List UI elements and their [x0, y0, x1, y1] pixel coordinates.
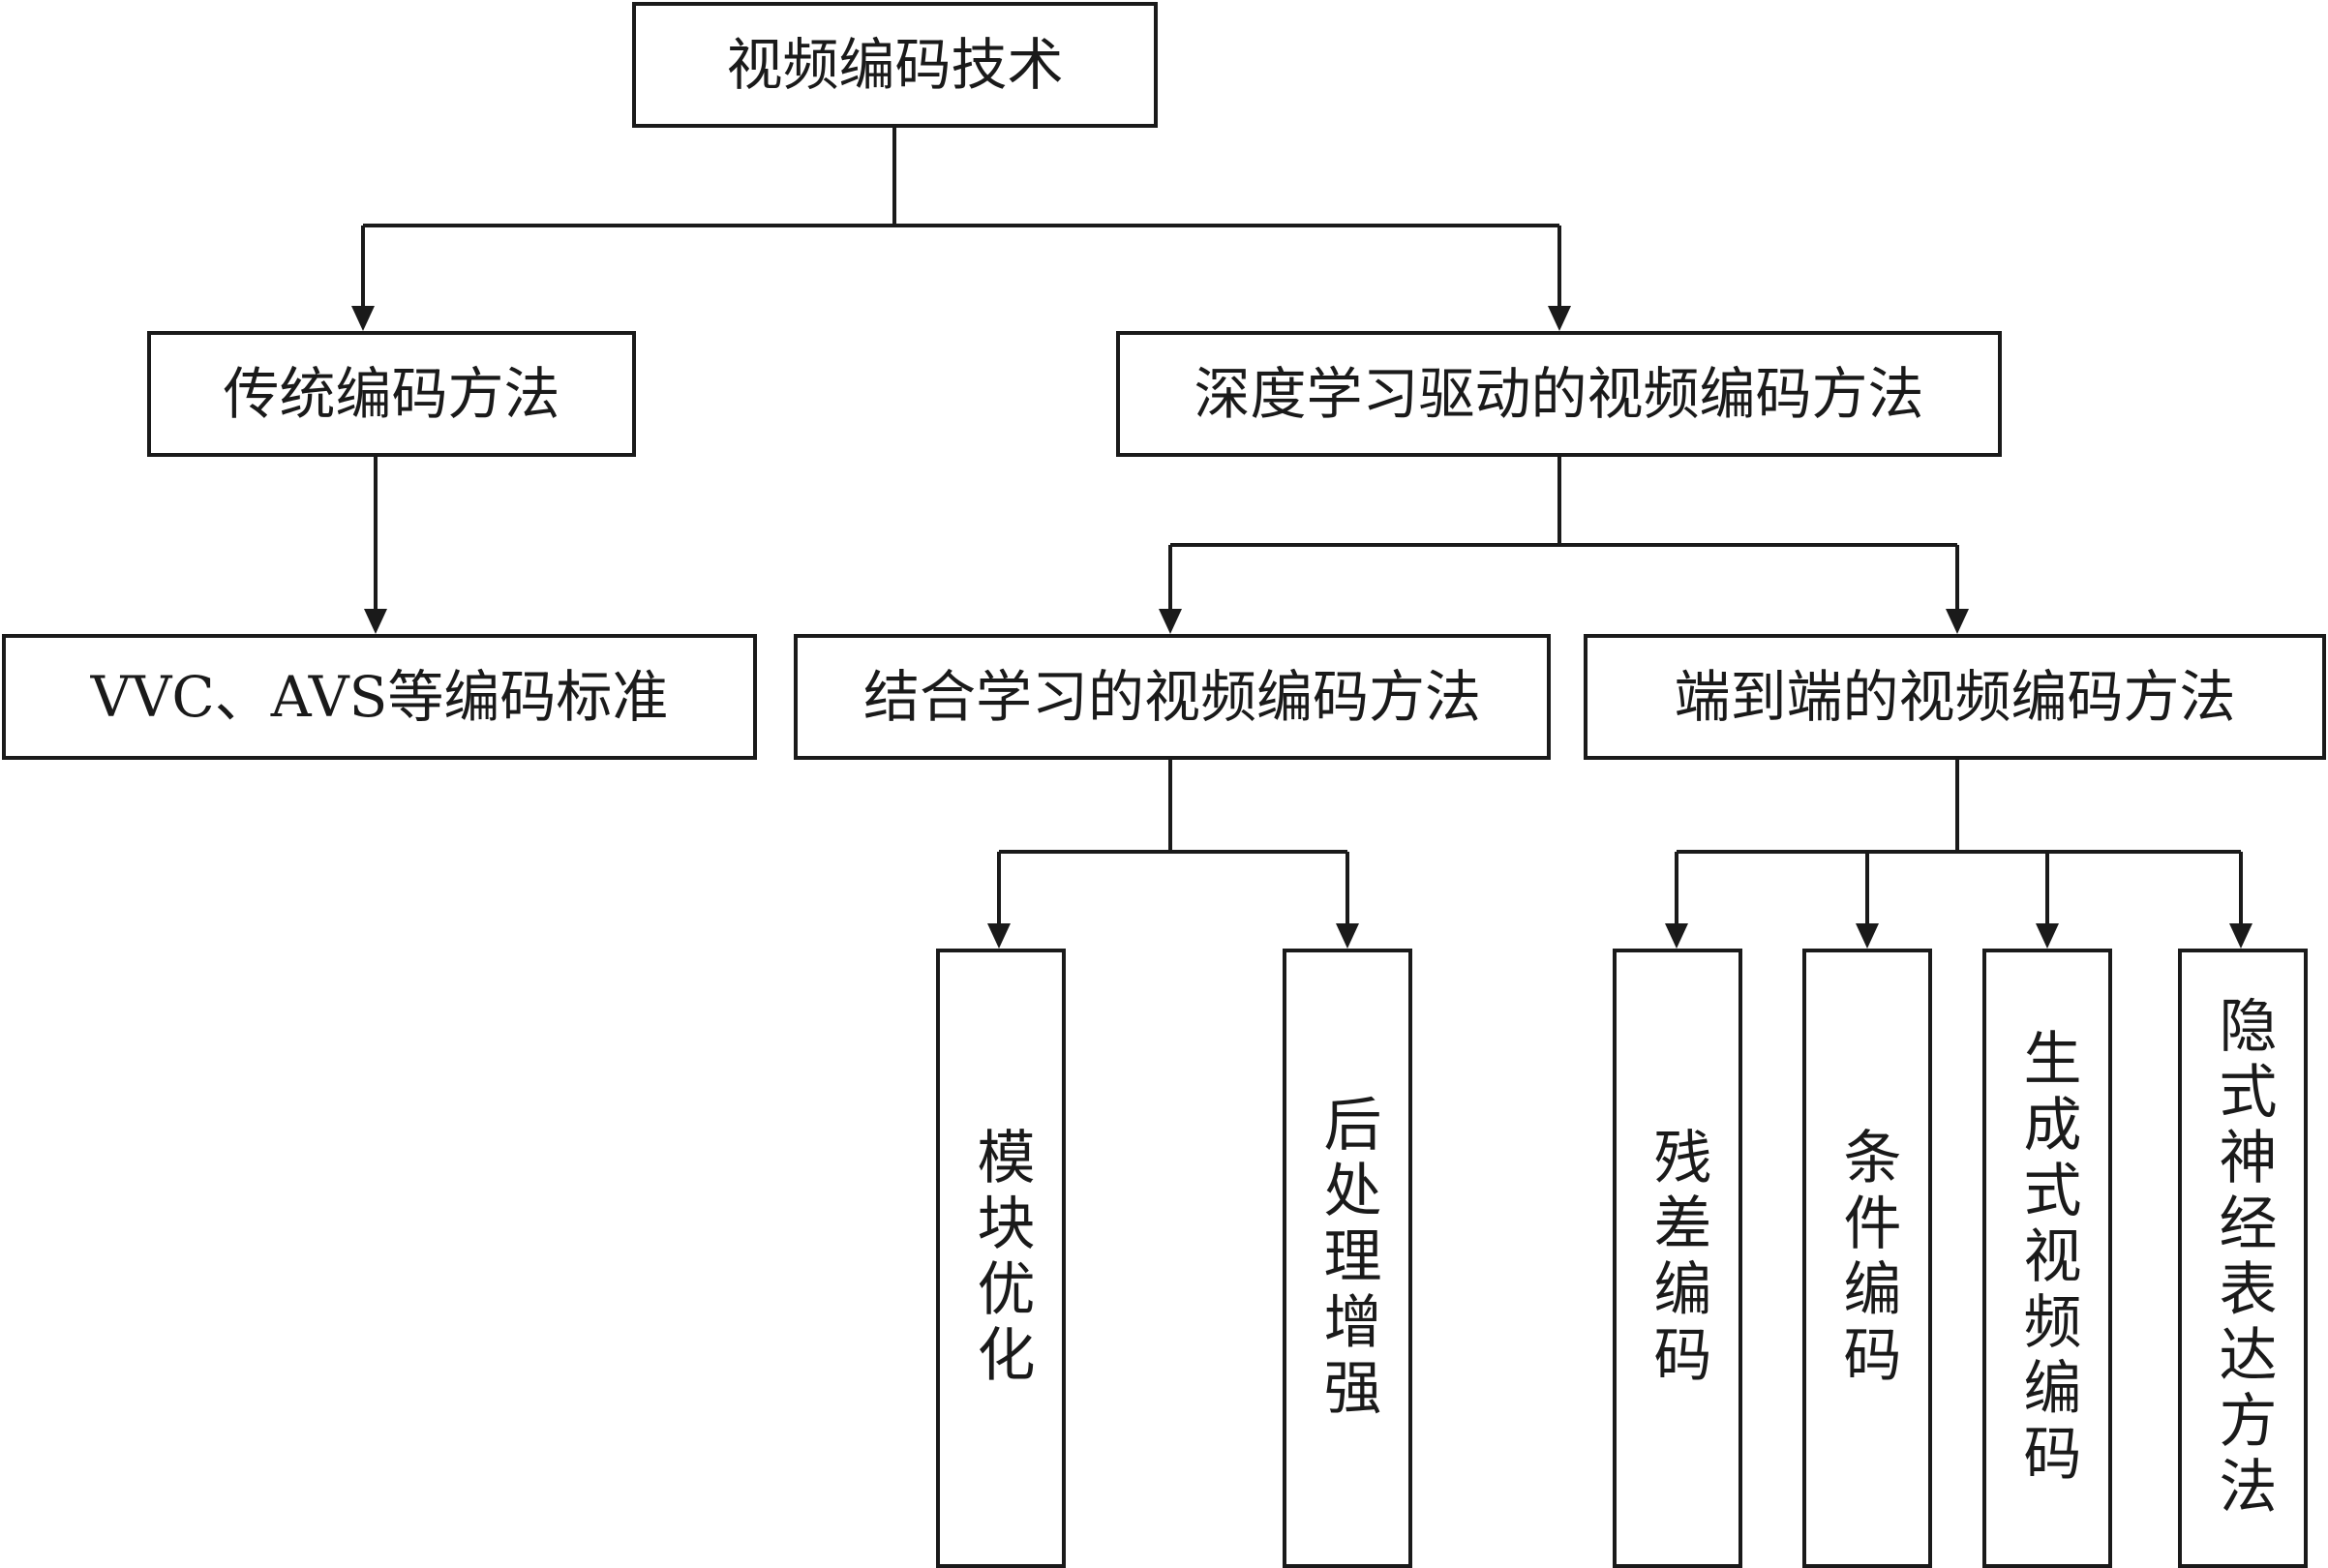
arrowhead — [1159, 609, 1182, 634]
node-label: 结合学习的视频编码方法 — [862, 664, 1481, 730]
arrowhead — [1336, 923, 1359, 949]
node-label: VVC、AVS等编码标准 — [90, 664, 669, 730]
node-label: 生成式视频编码 — [2013, 1028, 2081, 1489]
node-video-coding-tech: 视频编码技术 — [632, 2, 1158, 128]
node-deep-learning-coding: 深度学习驱动的视频编码方法 — [1116, 331, 2002, 457]
node-conditional-coding: 条件编码 — [1802, 949, 1932, 1568]
node-label: 后处理增强 — [1314, 1094, 1381, 1423]
arrowhead — [1856, 923, 1879, 949]
arrowhead — [1946, 609, 1969, 634]
arrowhead — [987, 923, 1011, 949]
node-label: 传统编码方法 — [223, 361, 560, 427]
arrowhead — [351, 306, 375, 331]
arrowhead — [1548, 306, 1571, 331]
node-label: 条件编码 — [1833, 1127, 1901, 1390]
node-implicit-neural-representation: 隐式神经表达方法 — [2178, 949, 2308, 1568]
node-generative-coding: 生成式视频编码 — [1982, 949, 2112, 1568]
node-label: 端到端的视频编码方法 — [1674, 664, 2236, 730]
node-module-optimization: 模块优化 — [936, 949, 1066, 1568]
node-end-to-end-coding: 端到端的视频编码方法 — [1584, 634, 2326, 760]
arrowhead — [1665, 923, 1688, 949]
node-residual-coding: 残差编码 — [1613, 949, 1742, 1568]
node-post-processing: 后处理增强 — [1283, 949, 1412, 1568]
arrowhead — [2036, 923, 2059, 949]
node-learning-hybrid-coding: 结合学习的视频编码方法 — [794, 634, 1551, 760]
node-label: 残差编码 — [1644, 1127, 1711, 1390]
node-label: 视频编码技术 — [726, 32, 1064, 98]
node-traditional-coding: 传统编码方法 — [147, 331, 636, 457]
node-label: 模块优化 — [967, 1127, 1035, 1390]
node-label: 深度学习驱动的视频编码方法 — [1194, 361, 1924, 427]
node-label: 隐式神经表达方法 — [2209, 995, 2277, 1522]
arrowhead — [2229, 923, 2252, 949]
node-coding-standards: VVC、AVS等编码标准 — [2, 634, 757, 760]
arrowhead — [364, 609, 387, 634]
